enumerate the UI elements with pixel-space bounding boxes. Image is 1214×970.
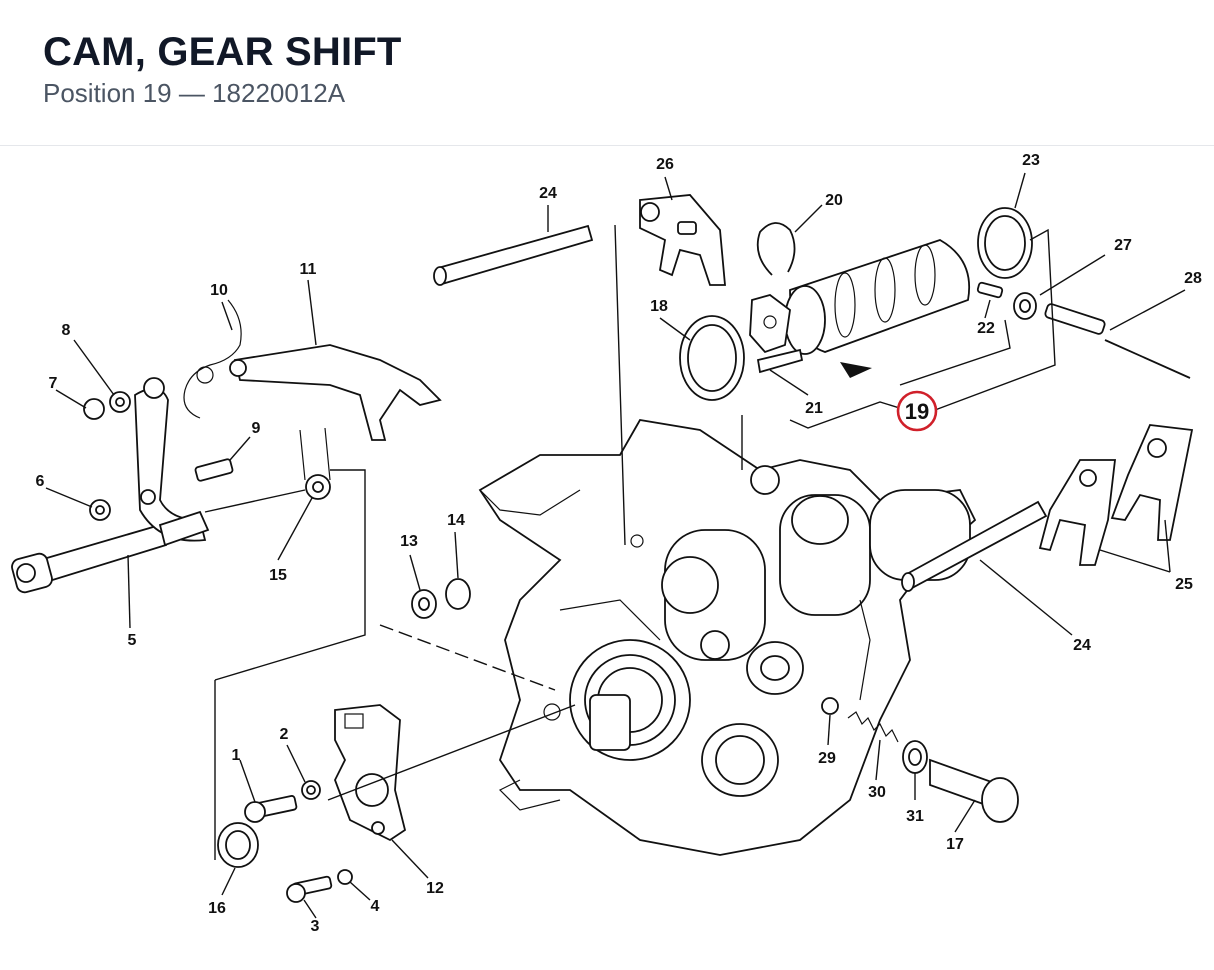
plug-17 xyxy=(929,758,1019,823)
nut-7-washer-8 xyxy=(83,391,131,420)
ball-29 xyxy=(821,697,839,715)
callout-19: 19 xyxy=(905,399,929,424)
page-subtitle: Position 19 — 18220012A xyxy=(43,78,346,108)
callout-31: 31 xyxy=(906,808,924,825)
shift-fork-25 xyxy=(1038,424,1194,566)
callout-2: 2 xyxy=(280,726,289,743)
callout-25: 25 xyxy=(1175,576,1193,593)
nut-6 xyxy=(89,499,111,521)
washer-31 xyxy=(902,740,928,774)
callout-30: 30 xyxy=(868,784,886,801)
callout-10: 10 xyxy=(210,282,228,299)
circlip-20 xyxy=(756,222,796,276)
bolt-1 xyxy=(244,795,298,823)
callout-26: 26 xyxy=(656,156,674,173)
shift-cam-drum xyxy=(749,239,970,378)
callout-22: 22 xyxy=(977,320,995,337)
bolt-3 xyxy=(286,875,333,903)
callout-4: 4 xyxy=(371,898,380,915)
shaft-right xyxy=(901,500,1048,592)
callout-23: 23 xyxy=(1022,152,1040,169)
callout-11: 11 xyxy=(300,261,317,278)
callout-7: 7 xyxy=(49,375,58,392)
callout-14: 14 xyxy=(447,512,465,529)
callout-28: 28 xyxy=(1184,270,1202,287)
washer-2 xyxy=(301,780,321,800)
callout-12: 12 xyxy=(426,880,444,897)
callout-1: 1 xyxy=(232,747,241,764)
callout-24-upper: 24 xyxy=(539,185,557,202)
callout-16: 16 xyxy=(208,900,226,917)
washer-27 xyxy=(1013,292,1037,320)
exploded-parts-diagram: 24 26 20 23 27 28 22 18 21 11 10 8 7 9 6… xyxy=(11,152,1202,935)
callout-13: 13 xyxy=(400,533,418,550)
callout-20: 20 xyxy=(825,192,843,209)
callout-24-lower: 24 xyxy=(1073,637,1091,654)
callout-27: 27 xyxy=(1114,237,1132,254)
washer-13 xyxy=(411,589,437,619)
page-title: CAM, GEAR SHIFT xyxy=(43,30,402,74)
callout-21: 21 xyxy=(805,400,823,417)
highlighted-callout-19[interactable]: 19 xyxy=(896,390,938,432)
callout-15: 15 xyxy=(269,567,287,584)
callout-18: 18 xyxy=(650,298,668,315)
circlip-14 xyxy=(445,578,471,610)
bolt-9 xyxy=(194,458,234,482)
spring-15 xyxy=(299,427,331,500)
washer-4 xyxy=(337,869,353,885)
callout-29: 29 xyxy=(818,750,836,767)
plate-12 xyxy=(334,704,407,842)
seal-16 xyxy=(217,822,259,868)
highlight-circle xyxy=(896,390,938,432)
callout-3: 3 xyxy=(311,918,320,935)
engine-case xyxy=(478,419,977,856)
callout-17: 17 xyxy=(946,836,964,853)
header: CAM, GEAR SHIFT Position 19 — 18220012A xyxy=(0,0,1214,146)
leader-lines xyxy=(45,172,1186,919)
spring-10 xyxy=(183,299,242,419)
lever-11 xyxy=(229,344,442,441)
pin-22 xyxy=(976,281,1004,299)
shift-shaft-assembly xyxy=(11,377,210,594)
callout-5: 5 xyxy=(128,632,137,649)
ring-23 xyxy=(977,207,1033,279)
shaft-upper xyxy=(433,224,594,286)
spring-30 xyxy=(847,711,899,743)
callout-labels: 24 26 20 23 27 28 22 18 21 11 10 8 7 9 6… xyxy=(36,152,1202,935)
ring-18 xyxy=(679,315,745,401)
callout-6: 6 xyxy=(36,473,45,490)
cable-28 xyxy=(1044,303,1191,379)
shift-fork-26 xyxy=(639,194,726,286)
callout-8: 8 xyxy=(62,322,71,339)
callout-9: 9 xyxy=(252,420,261,437)
